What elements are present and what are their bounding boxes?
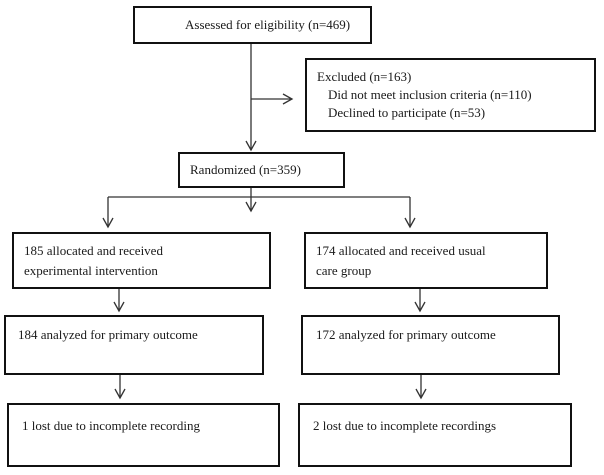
randomized-text: Randomized (n=359) bbox=[190, 162, 301, 177]
usual-care-lost-box: 2 lost due to incomplete recordings bbox=[298, 403, 572, 467]
usual-care-allocation-text: care group bbox=[316, 263, 372, 278]
excluded-reason: Declined to participate (n=53) bbox=[328, 105, 486, 120]
excluded-title: Excluded (n=163) bbox=[317, 69, 412, 84]
usual-care-analyzed-text: 172 analyzed for primary outcome bbox=[316, 327, 496, 342]
randomized-box: Randomized (n=359) bbox=[178, 152, 345, 188]
excluded-box: Excluded (n=163) Did not meet inclusion … bbox=[305, 58, 596, 132]
usual-care-allocation-box: 174 allocated and received usual care gr… bbox=[304, 232, 548, 289]
experimental-allocation-text: 185 allocated and received bbox=[24, 243, 163, 258]
experimental-lost-text: 1 lost due to incomplete recording bbox=[22, 418, 200, 433]
assessed-text: Assessed for eligibility (n=469) bbox=[185, 17, 351, 32]
usual-care-analyzed-box: 172 analyzed for primary outcome bbox=[301, 315, 560, 375]
usual-care-lost-text: 2 lost due to incomplete recordings bbox=[313, 418, 497, 433]
experimental-lost-box: 1 lost due to incomplete recording bbox=[7, 403, 280, 467]
assessed-box: Assessed for eligibility (n=469) bbox=[133, 6, 372, 44]
experimental-analyzed-box: 184 analyzed for primary outcome bbox=[4, 315, 264, 375]
experimental-allocation-box: 185 allocated and received experimental … bbox=[12, 232, 271, 289]
experimental-analyzed-text: 184 analyzed for primary outcome bbox=[18, 327, 198, 342]
experimental-allocation-text: experimental intervention bbox=[24, 263, 158, 278]
excluded-reason: Did not meet inclusion criteria (n=110) bbox=[328, 87, 532, 102]
usual-care-allocation-text: 174 allocated and received usual bbox=[316, 243, 486, 258]
